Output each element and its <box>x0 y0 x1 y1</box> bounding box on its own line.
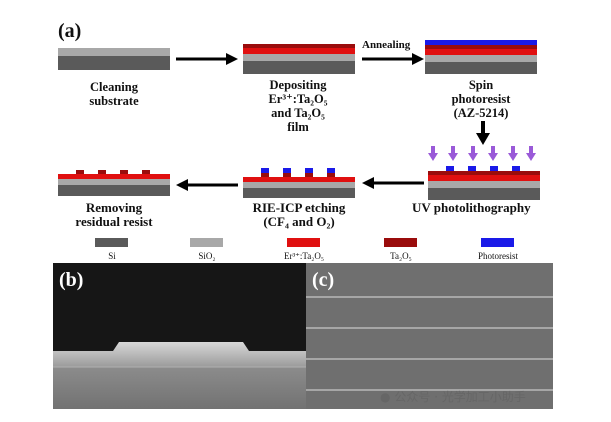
panel-b-label: (b) <box>59 269 83 292</box>
legend-label-er-ta2o5: Er³⁺:Ta₂O₅ <box>259 251 349 262</box>
legend-swatch-er-ta2o5 <box>287 238 320 247</box>
watermark-text: ● 公众号 · 光学加工小助手 <box>380 388 526 405</box>
legend-swatch-sio2 <box>190 238 223 247</box>
substrate-stack-5 <box>243 168 355 198</box>
uv-light-arrows-icon <box>428 146 536 162</box>
legend-swatch-photoresist <box>481 238 514 247</box>
legend-label-ta2o5: Ta₂O₅ <box>356 251 446 261</box>
sio2-layer <box>428 181 540 188</box>
sem-image-cross-section: (b) <box>53 263 306 409</box>
substrate-stack-3 <box>425 40 537 74</box>
step-uv-label: UV photolithography <box>412 201 531 215</box>
substrate-stack-1 <box>58 48 170 70</box>
sio2-layer <box>425 55 537 62</box>
si-layer <box>428 188 540 200</box>
wechat-icon: ● <box>380 390 390 404</box>
si-layer <box>243 188 355 198</box>
legend-label-photoresist: Photoresist <box>453 251 543 261</box>
legend-label-sio2: SiO₂ <box>162 251 252 261</box>
si-layer <box>243 61 355 74</box>
panel-a-label: (a) <box>58 20 81 43</box>
arrow-left-icon <box>176 178 238 192</box>
arrow-left-icon <box>362 176 424 190</box>
si-layer <box>425 62 537 74</box>
arrow-down-icon <box>476 121 490 145</box>
panel-c-label: (c) <box>312 269 334 292</box>
arrow-right-icon <box>362 52 424 66</box>
sio2-layer <box>58 48 170 56</box>
arrow-right-icon <box>176 52 238 66</box>
si-layer <box>58 185 170 196</box>
substrate-stack-2 <box>243 44 355 74</box>
si-layer <box>58 56 170 70</box>
sio2-layer <box>243 54 355 61</box>
legend-swatch-si <box>95 238 128 247</box>
substrate-stack-4 <box>428 166 540 200</box>
legend-swatch-ta2o5 <box>384 238 417 247</box>
annealing-label: Annealing <box>362 38 410 52</box>
substrate-stack-6 <box>58 170 170 196</box>
legend-label-si: Si <box>67 251 157 261</box>
step-rie-label: RIE-ICP etching(CF₄ and O₂) <box>246 201 352 229</box>
